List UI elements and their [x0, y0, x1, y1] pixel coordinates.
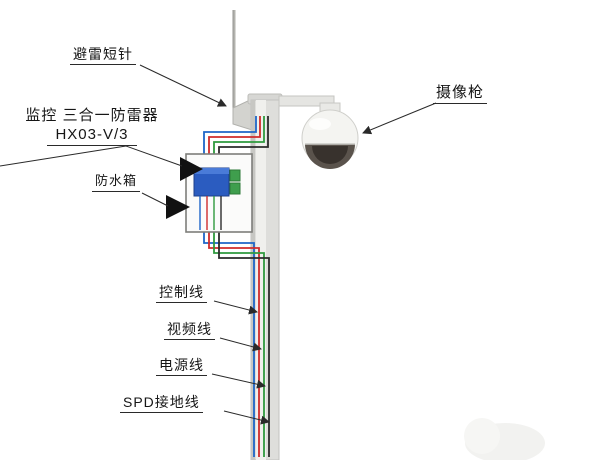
- watermark-circle: [464, 418, 500, 454]
- wire-ground-lower: [218, 232, 270, 457]
- wire-control-lower: [203, 232, 255, 457]
- wire-video-upper: [208, 116, 261, 154]
- label-video-line: 视频线: [164, 321, 215, 341]
- leader-lightning-rod: [139, 64, 227, 107]
- pole-highlight: [256, 100, 266, 460]
- label-waterproof-box: 防水箱: [92, 173, 141, 192]
- label-spd-ground-line: SPD接地线: [120, 394, 203, 414]
- label-control-line: 控制线: [156, 284, 207, 304]
- pole-shade: [251, 100, 255, 460]
- wire-power-lower: [213, 232, 265, 457]
- label-camera: 摄像枪: [433, 84, 488, 105]
- leader-waterproof-box: [141, 192, 169, 207]
- label-lightning-rod: 避雷短针: [70, 46, 136, 66]
- surge-protector-top: [194, 168, 229, 174]
- leader-power-line: [211, 373, 266, 389]
- leader-protector: [0, 145, 127, 167]
- wire-control-upper: [203, 116, 257, 154]
- terminal-block-1: [229, 169, 241, 182]
- leader-spd-ground: [223, 410, 270, 425]
- protector-callout-arrow: [180, 157, 203, 181]
- label-protector-name: 监控 三合一防雷器: [25, 107, 159, 124]
- camera-housing-highlight: [309, 118, 331, 130]
- leader-video-line: [219, 337, 262, 352]
- wire-power-upper: [213, 116, 265, 154]
- label-power-line: 电源线: [156, 357, 207, 377]
- wire-video-lower: [208, 232, 260, 457]
- label-protector: 监控 三合一防雷器 HX03-V/3: [6, 104, 178, 146]
- leader-protector-line: [125, 145, 183, 167]
- leader-control-line: [213, 300, 258, 315]
- leader-camera: [362, 102, 437, 135]
- waterproof-box-callout-arrow: [166, 195, 190, 219]
- wire-ground-upper: [218, 116, 269, 154]
- label-protector-model: HX03-V/3: [47, 126, 137, 146]
- terminal-block-2: [229, 182, 241, 195]
- camera-dome-inner: [312, 146, 348, 164]
